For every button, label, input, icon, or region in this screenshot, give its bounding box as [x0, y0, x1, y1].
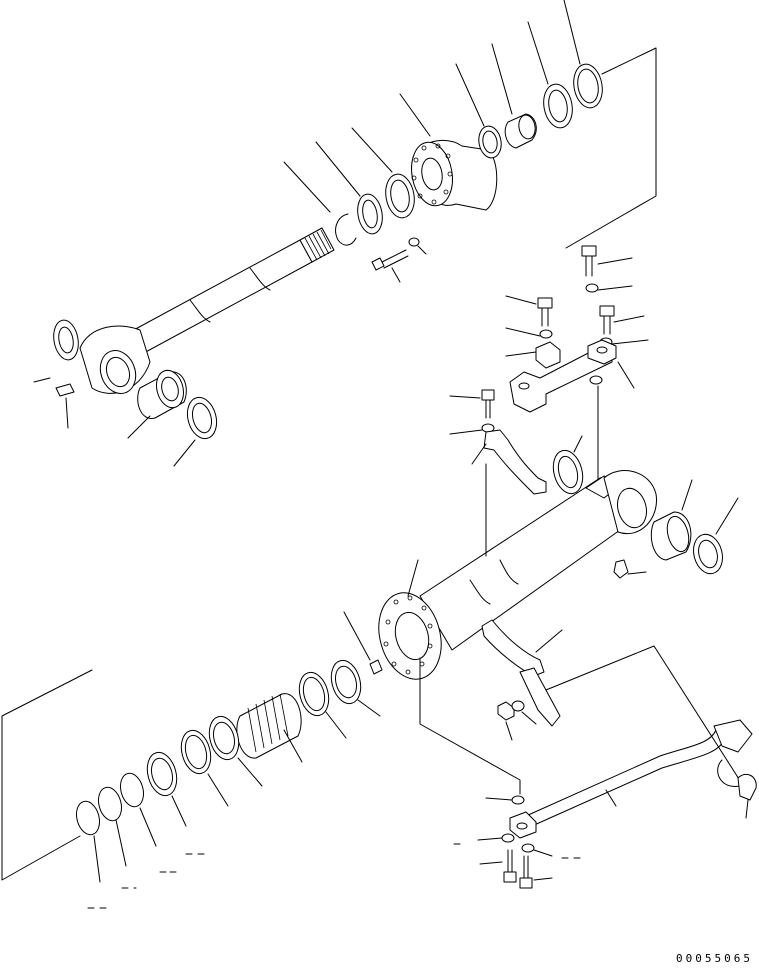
- lower-clamp: [471, 429, 547, 495]
- tube-bushing: [650, 479, 693, 561]
- piston-wear-ring-2: [208, 715, 263, 787]
- pipe-washer-2: [521, 843, 553, 857]
- cylinder-tube: [419, 470, 657, 651]
- head-wiper-ring: [563, 0, 603, 109]
- rod-dust-seal: [173, 396, 218, 467]
- clamp-block: [505, 341, 561, 369]
- rod-pin-bushing: [127, 369, 187, 439]
- pipe-washer-1: [477, 833, 515, 843]
- pipe-clamp-leader: [545, 645, 747, 791]
- pipe-elbow: [737, 773, 757, 819]
- pipe-clamp: [481, 619, 563, 727]
- head-backup-ring: [491, 43, 537, 149]
- clamp-bolt-4: [449, 389, 495, 419]
- clamp-bar: [509, 339, 635, 413]
- hydraulic-pipe: [525, 719, 753, 827]
- piston-ring: [298, 671, 347, 739]
- grease-fitting-rod: [55, 383, 75, 429]
- buffer-ring: [315, 141, 383, 235]
- cylinder-head-flange: [378, 559, 442, 680]
- clamp-bolt-2: [599, 305, 645, 335]
- o-ring-2: [97, 786, 127, 867]
- snap-ring: [283, 161, 357, 246]
- label-dashes: [87, 843, 581, 909]
- rod-end-bushing: [33, 319, 79, 383]
- clamp-washer-3: [505, 327, 553, 339]
- piston: [236, 693, 303, 763]
- clamp-bolt-1: [581, 245, 633, 277]
- drawing-reference-number: 00055065: [676, 952, 753, 965]
- clamp-bolt-3: [505, 295, 553, 327]
- piston-seal: [180, 729, 229, 807]
- piston-rod-assembly: [79, 227, 335, 394]
- pipe-clamp-nut: [497, 701, 515, 741]
- head-o-ring: [455, 63, 502, 159]
- bottom-bushing-1: [552, 435, 584, 495]
- pipe-bolt-1: [479, 849, 517, 883]
- head-bolt-washer: [408, 237, 427, 255]
- head-bolt: [371, 249, 409, 283]
- cushion-plunger: [343, 611, 383, 675]
- pipe-clamp-washer: [511, 700, 537, 725]
- head-group-bracket: [565, 47, 657, 249]
- piston-group-bracket: [1, 669, 93, 881]
- o-ring-1: [119, 772, 157, 847]
- pipe-o-ring: [485, 795, 525, 805]
- grease-fitting-tube: [613, 559, 647, 579]
- clamp-washer-4: [589, 375, 603, 385]
- pipe-drop-line: [419, 657, 521, 795]
- tube-dust-seal: [693, 497, 739, 575]
- backup-ring: [146, 751, 187, 827]
- pipe-bolt-2: [519, 855, 553, 889]
- clamp-washer-1: [585, 283, 633, 293]
- head-seal-ring: [527, 21, 573, 129]
- o-ring-3: [75, 800, 101, 883]
- pipe-flange: [509, 811, 537, 839]
- rod-packing: [351, 127, 415, 219]
- cylinder-head: [399, 93, 498, 211]
- piston-wear-ring: [330, 659, 381, 717]
